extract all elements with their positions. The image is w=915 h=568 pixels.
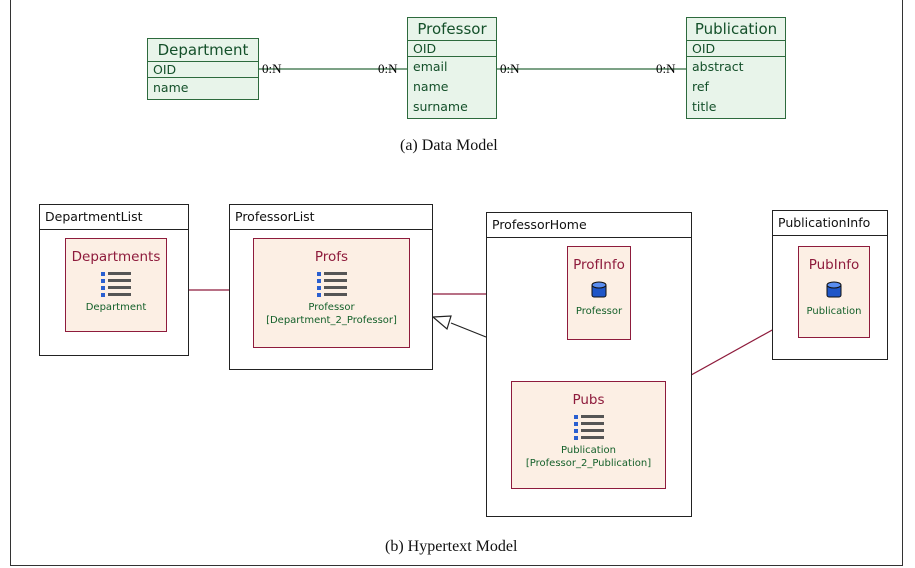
unit-selector: [Department_2_Professor] — [266, 315, 397, 326]
cardinality-label: 0:N — [262, 61, 282, 76]
unit-entity: Publication — [806, 306, 862, 317]
entity-attribute: name — [153, 80, 189, 95]
entity-name: Publication — [687, 18, 785, 41]
entity-attribute: abstract — [692, 59, 744, 74]
unit-name: Departments — [71, 249, 161, 265]
unit-name: PubInfo — [808, 257, 860, 273]
page-title: PublicationInfo — [773, 211, 887, 236]
caption-hypertext-model: (b) Hypertext Model — [385, 538, 518, 555]
index-unit-profs: Profs Professor [Department_2_Professor] — [253, 238, 410, 348]
entity-publication: Publication OID abstract ref title — [686, 17, 786, 119]
entity-attribute: ref — [692, 79, 709, 94]
entity-name: Professor — [408, 18, 496, 41]
entity-attribute: email — [413, 59, 448, 74]
entity-attribute: OID — [687, 42, 785, 57]
entity-attribute: name — [413, 79, 449, 94]
entity-attribute: surname — [413, 99, 468, 114]
entity-department: Department OID name — [147, 38, 259, 100]
index-unit-departments: Departments Department — [65, 238, 167, 332]
entity-attribute: title — [692, 99, 717, 114]
cardinality-label: 0:N — [656, 61, 676, 76]
index-unit-pubs: Pubs Publication [Professor_2_Publicatio… — [511, 381, 666, 489]
cardinality-label: 0:N — [378, 61, 398, 76]
page-title: ProfessorList — [230, 205, 432, 230]
entity-attribute: OID — [148, 63, 258, 78]
cardinality-label: 0:N — [500, 61, 520, 76]
unit-entity: Department — [85, 302, 147, 313]
entity-attribute: OID — [408, 42, 496, 57]
page-title: DepartmentList — [40, 205, 188, 230]
unit-entity: Publication — [561, 445, 616, 456]
entity-name: Department — [148, 39, 258, 62]
page-title: ProfessorHome — [487, 213, 691, 238]
entity-professor: Professor OID email name surname — [407, 17, 497, 119]
unit-name: Profs — [314, 249, 349, 265]
unit-name: Pubs — [572, 392, 605, 408]
unit-entity: Professor — [308, 302, 355, 313]
data-unit-profinfo: ProfInfo Professor — [567, 246, 631, 340]
caption-data-model: (a) Data Model — [400, 137, 498, 154]
list-icon — [101, 272, 131, 297]
figure-frame — [10, 0, 903, 566]
unit-entity: Professor — [575, 306, 623, 317]
list-icon — [573, 415, 604, 440]
database-icon — [826, 281, 842, 298]
database-icon — [591, 281, 607, 298]
unit-name: ProfInfo — [573, 257, 625, 273]
list-icon — [316, 272, 347, 297]
data-unit-pubinfo: PubInfo Publication — [798, 246, 870, 338]
unit-selector: [Professor_2_Publication] — [525, 458, 652, 469]
